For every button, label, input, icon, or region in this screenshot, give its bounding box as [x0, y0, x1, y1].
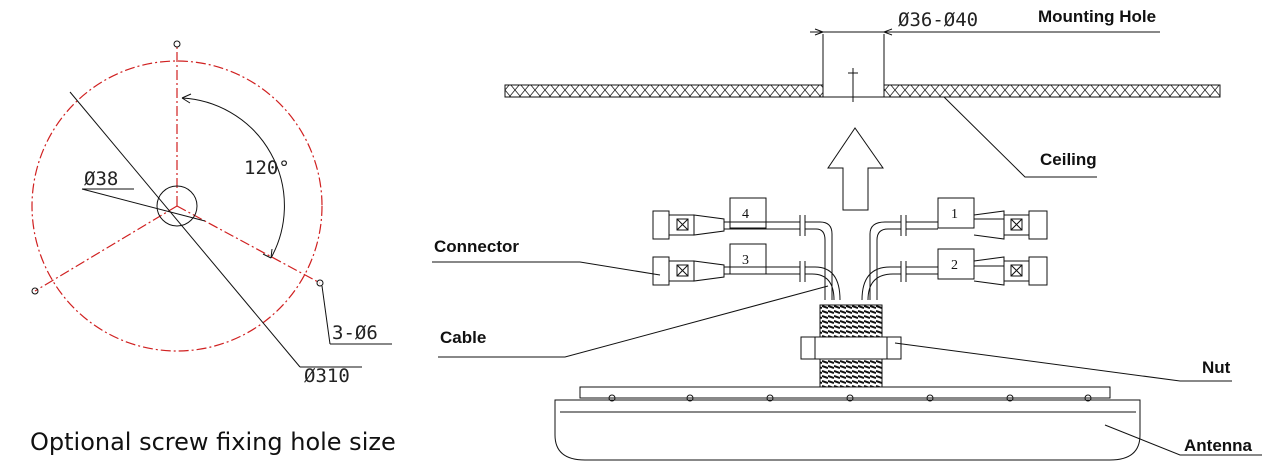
ceiling-right — [883, 84, 1221, 98]
svg-text:4: 4 — [742, 207, 749, 222]
threaded-stem-lower — [819, 358, 883, 388]
center-hole — [156, 185, 198, 227]
screw-hole-top — [173, 40, 181, 48]
bolt-circle-dim: Ø310 — [304, 365, 350, 387]
svg-text:1: 1 — [951, 207, 958, 222]
hole-pattern-caption: Optional screw fixing hole size — [30, 428, 396, 456]
connector-port-1: 1 — [869, 197, 1048, 300]
assembly-view: Ø36-Ø40 Mounting Hole Ceiling 4 3 — [432, 7, 1262, 461]
connector-port-4: 4 — [652, 197, 833, 300]
install-direction-arrow — [827, 127, 884, 211]
screw-hole-leader — [321, 285, 331, 345]
mounting-hole-dim: Ø36-Ø40 — [898, 9, 978, 31]
ceiling-left — [504, 84, 824, 98]
svg-text:3: 3 — [742, 253, 749, 268]
antenna-label: Antenna — [1184, 436, 1253, 455]
connector-port-2: 2 — [861, 248, 1048, 301]
svg-text:2: 2 — [951, 258, 958, 273]
bolt-circle-dim-line — [69, 91, 301, 368]
nut-label: Nut — [1202, 358, 1231, 377]
antenna-radome — [554, 399, 1141, 461]
antenna-top-plate — [579, 386, 1111, 399]
screw-holes-dim: 3-Ø6 — [332, 322, 378, 344]
center-hole-leader — [81, 188, 206, 222]
angle-dim: 120° — [244, 157, 290, 179]
screw-hole-left — [31, 287, 39, 295]
connector-label: Connector — [434, 237, 519, 256]
antenna-screws — [608, 394, 1092, 402]
centerline-right — [176, 205, 321, 284]
mounting-hole-label: Mounting Hole — [1038, 7, 1156, 26]
threaded-stem-upper — [819, 304, 883, 338]
connector-port-3: 3 — [652, 243, 841, 301]
screw-hole-right — [316, 279, 324, 287]
ceiling-label: Ceiling — [1040, 150, 1097, 169]
center-hole-dim: Ø38 — [84, 168, 118, 190]
bolt-circle — [31, 60, 323, 352]
mounting-nut — [800, 336, 902, 360]
angle-arc — [181, 97, 285, 259]
cable-label: Cable — [440, 328, 486, 347]
centerline-left — [34, 205, 178, 292]
hole-pattern-view: Ø38 120° 3-Ø6 Ø310 Optional screw fixing… — [30, 40, 396, 456]
